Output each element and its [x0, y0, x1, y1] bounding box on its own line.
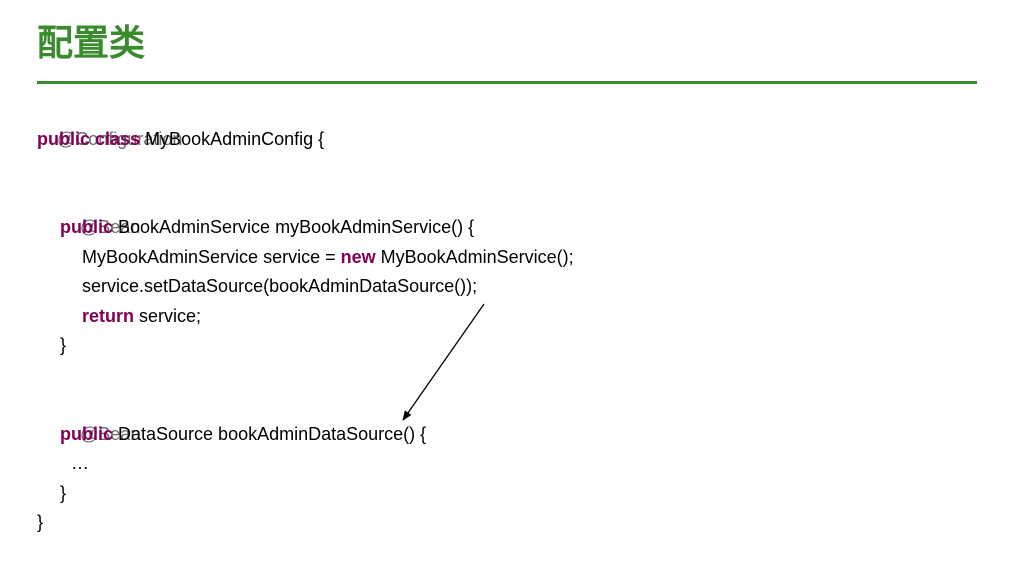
closing-brace: }	[60, 335, 67, 355]
method-declaration: BookAdminService myBookAdminService() {	[113, 217, 475, 237]
keyword-class: class	[95, 128, 141, 149]
code-line-8: return service;	[37, 302, 977, 332]
keyword-public: public	[60, 423, 113, 444]
datasource-method-declaration: DataSource bookAdminDataSource() {	[113, 423, 427, 444]
keyword-new: new	[340, 246, 376, 267]
code-line-12: public DataSource bookAdminDataSource() …	[37, 420, 977, 450]
bean-annotation: @Bean	[80, 423, 141, 444]
code-line-4: @Bean	[37, 184, 977, 237]
slide-title: 配置类	[37, 23, 146, 64]
code-line-13: …	[37, 449, 977, 479]
code-line-1: @Configuration	[37, 95, 977, 149]
code-line-2: public class MyBookAdminConfig {	[37, 125, 977, 155]
code-block: @Configuration public class MyBookAdminC…	[37, 95, 977, 538]
keyword-public: public	[60, 217, 113, 237]
closing-brace: }	[60, 482, 67, 503]
code-line-blank	[37, 361, 977, 391]
keyword-return: return	[82, 305, 135, 326]
service-assignment: MyBookAdminService service =	[82, 246, 341, 267]
code-line-blank	[37, 154, 977, 184]
keyword-public: public	[37, 128, 90, 149]
return-value: service;	[134, 305, 202, 326]
bean-annotation: @Bean	[80, 217, 141, 237]
code-line-5: public BookAdminService myBookAdminServi…	[37, 213, 977, 243]
closing-brace: }	[37, 512, 44, 532]
code-line-6: MyBookAdminService service = new MyBookA…	[37, 243, 977, 273]
class-declaration: MyBookAdminConfig {	[140, 128, 325, 149]
ellipsis: …	[71, 453, 89, 473]
title-divider	[37, 81, 977, 84]
set-datasource-call: service.setDataSource(bookAdminDataSourc…	[82, 276, 478, 296]
configuration-annotation: @Configuration	[57, 128, 183, 149]
code-line-7: service.setDataSource(bookAdminDataSourc…	[37, 272, 977, 302]
code-line-11: @Bean	[37, 390, 977, 444]
code-line-14: }	[37, 479, 977, 509]
code-line-9: }	[37, 331, 977, 361]
code-line-15: }	[37, 508, 977, 538]
constructor-call: MyBookAdminService();	[375, 246, 574, 267]
